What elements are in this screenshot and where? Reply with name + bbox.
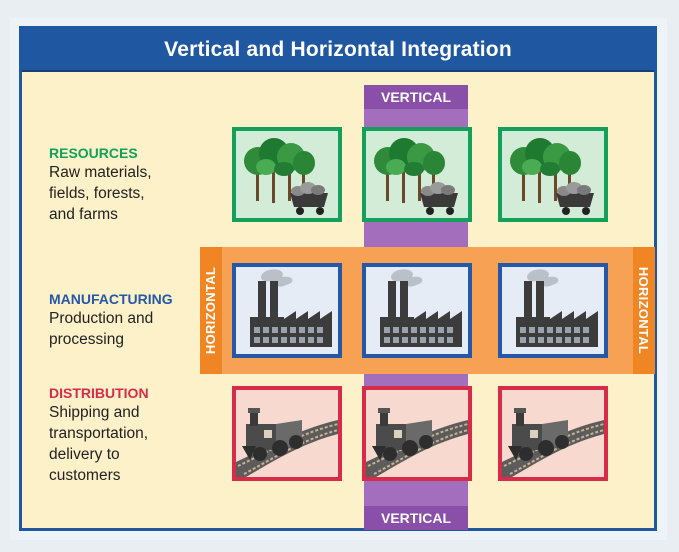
horizontal-label-right: HORIZONTAL <box>633 247 655 374</box>
resource-box-center <box>362 127 472 222</box>
title-bar: Vertical and Horizontal Integration <box>22 29 654 72</box>
resource-box-left <box>232 127 342 222</box>
distribution-box-left <box>232 386 342 481</box>
vertical-label-top: VERTICAL <box>364 85 468 109</box>
diagram-panel: Vertical and Horizontal Integration VERT… <box>19 26 657 531</box>
category-distribution: DISTRIBUTION <box>49 385 149 401</box>
resource-box-right <box>498 127 608 222</box>
category-resources: RESOURCES <box>49 145 138 161</box>
trees-ore-cart-icon <box>244 138 328 215</box>
diagram-title: Vertical and Horizontal Integration <box>164 37 512 61</box>
trees-ore-cart-icon <box>374 138 458 215</box>
locomotive-icon <box>236 407 338 477</box>
factory-icon <box>516 269 598 347</box>
manufacturing-box-right <box>498 263 608 358</box>
category-manufacturing: MANUFACTURING <box>49 291 173 307</box>
description-manufacturing: Production and processing <box>49 310 154 348</box>
vertical-label-bottom: VERTICAL <box>364 506 468 530</box>
manufacturing-box-center <box>362 263 472 358</box>
description-resources: Raw materials, fields, forests, and farm… <box>49 164 152 223</box>
distribution-box-center <box>362 386 472 481</box>
factory-icon <box>250 269 332 347</box>
manufacturing-box-left <box>232 263 342 358</box>
factory-icon <box>380 269 462 347</box>
locomotive-icon <box>366 407 468 477</box>
trees-ore-cart-icon <box>510 138 594 215</box>
horizontal-label-left: HORIZONTAL <box>200 247 222 374</box>
locomotive-icon <box>502 407 604 477</box>
distribution-box-right <box>498 386 608 481</box>
diagram-frame: Vertical and Horizontal Integration VERT… <box>10 18 667 540</box>
description-distribution: Shipping and transportation, delivery to… <box>49 404 149 484</box>
